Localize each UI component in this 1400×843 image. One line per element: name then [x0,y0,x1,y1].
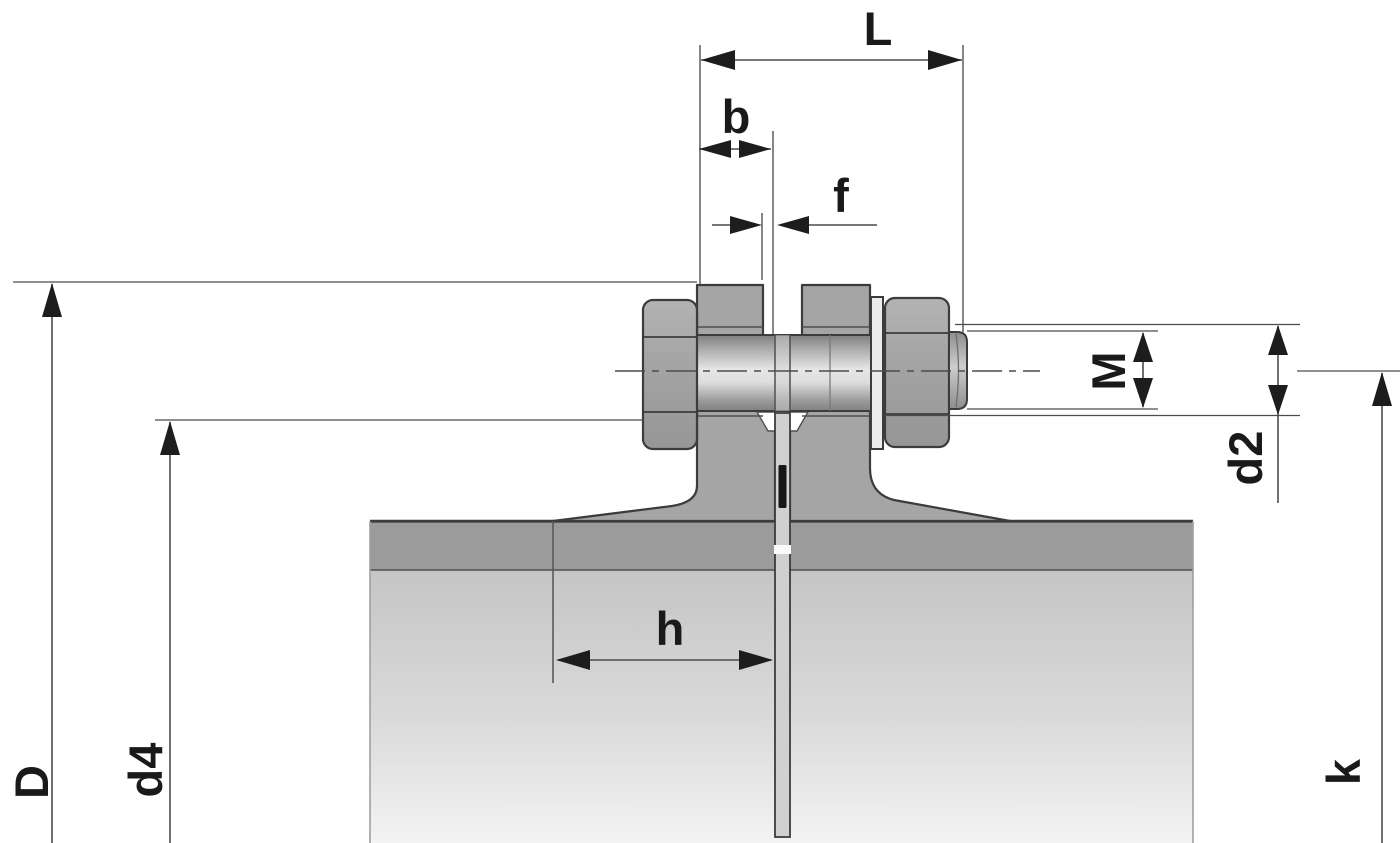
washer [870,296,884,450]
gasket-seal-mark [778,465,787,508]
label-b: b [722,90,751,143]
dim-d2-arrow-up [1268,325,1288,355]
dimension-lines [42,50,1392,843]
gasket-over-shank [775,335,790,411]
extension-lines [13,45,1400,421]
gasket [774,335,791,838]
dim-b-arrow-left [699,140,731,158]
label-d4: d4 [119,743,172,798]
label-D: D [5,765,58,799]
bolt-hole-edges [697,326,870,417]
dim-h-arrow-left [556,650,590,670]
dim-f-arrow-left [730,216,762,234]
dim-D-arrow-up [42,283,62,317]
bolt-shank [696,334,886,412]
label-L: L [864,2,893,55]
dim-M-arrow-down [1133,378,1153,408]
dim-d4-arrow-up [160,421,180,455]
dim-L-arrow-right [928,50,962,70]
dim-M-arrow-up [1133,332,1153,362]
hex-nut [883,296,951,449]
label-k: k [1317,758,1370,785]
dim-d2-arrow-down [1268,385,1288,415]
dim-b-arrow-right [739,140,771,158]
dim-L-arrow-left [701,50,735,70]
hex-bolt-head [641,298,699,451]
hex-nut-facet-lines [885,332,949,415]
label-h: h [656,602,685,655]
hex-head-facet-lines [643,336,697,413]
dim-h-arrow-right [739,650,773,670]
gasket-strip [774,412,791,838]
label-f: f [833,169,849,222]
gasket-over-shank-edges [774,335,791,411]
dim-f-arrow-right [777,216,809,234]
dim-k-arrow-up [1372,372,1392,406]
dimension-labels: L b f h M d2 D d4 k [5,2,1370,799]
label-d2: d2 [1219,431,1272,486]
fasteners [615,296,1040,451]
bolt [696,334,886,412]
gasket-strip-break [774,545,791,554]
label-M: M [1082,351,1135,390]
